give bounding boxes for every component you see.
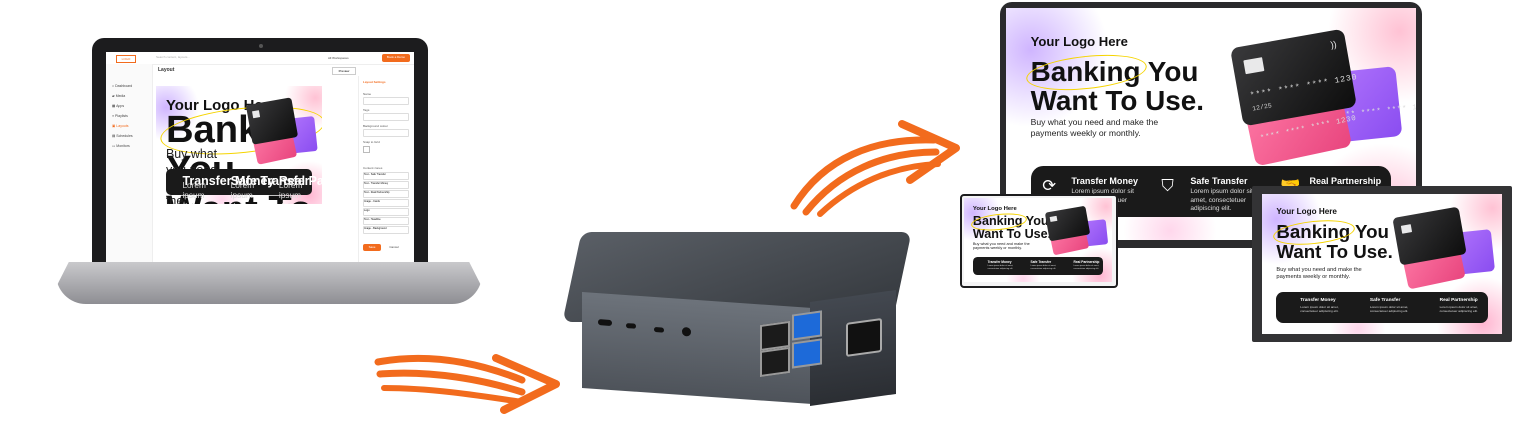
sidebar-item-media[interactable]: ▰ Media xyxy=(112,94,126,98)
shield-hand-icon: ⛉ xyxy=(1161,177,1174,196)
list-icon: ≡ xyxy=(112,114,115,118)
arrow-laptop-to-player-icon xyxy=(374,354,560,414)
settings-title: Layout Settings xyxy=(363,80,386,84)
name-field[interactable] xyxy=(363,97,409,105)
audio-jack xyxy=(682,326,691,337)
micro-hdmi-port xyxy=(654,326,664,333)
zone-item[interactable]: Text - Transfer Money xyxy=(363,181,409,189)
sidebar: ⌂ Dashboard ▰ Media ▦ Apps ≡ Playlists ▣… xyxy=(106,64,153,264)
grid-icon: ▦ xyxy=(112,104,116,108)
zone-item[interactable]: Text - Real Partnership xyxy=(363,190,409,198)
zone-item[interactable]: Image - Cards xyxy=(363,199,409,207)
usb-port xyxy=(760,346,790,378)
zone-item[interactable]: Image - Background xyxy=(363,226,409,234)
cancel-button[interactable]: Cancel xyxy=(389,245,399,249)
laptop-camera xyxy=(259,44,263,48)
card-chip xyxy=(251,110,261,120)
banner-logo: Your Logo Here xyxy=(1276,206,1337,216)
book-demo-button[interactable]: Book a Demo xyxy=(382,54,410,62)
monitor-icon: ▭ xyxy=(112,144,116,148)
card-chip xyxy=(1400,223,1413,235)
laptop-base xyxy=(56,262,482,304)
page-title: Layout xyxy=(158,67,175,73)
banner-subtitle: Buy what you need and make the payments … xyxy=(1030,117,1159,138)
search-input[interactable]: Search content, layouts… xyxy=(156,55,191,59)
app-logo: LOGO xyxy=(116,55,136,63)
contactless-icon: )) xyxy=(1329,39,1338,51)
tags-field[interactable] xyxy=(363,113,409,121)
ethernet-port xyxy=(846,317,882,357)
banner-subtitle: Buy what you need and make the payments … xyxy=(1276,266,1362,280)
usb-c-port xyxy=(598,319,612,327)
preview-button[interactable]: Preview xyxy=(332,67,356,75)
handshake-icon: 🤝 xyxy=(1280,177,1300,194)
zone-item[interactable]: Text - Safe Transfer xyxy=(363,172,409,180)
banner-logo: Your Logo Here xyxy=(972,205,1017,212)
layout-icon: ▣ xyxy=(112,124,116,128)
sidebar-item-schedules[interactable]: ▤ Schedules xyxy=(112,134,133,138)
coin-transfer-icon: ⟳ xyxy=(1042,177,1056,196)
laptop-display: LOGO Search content, layouts… All Worksp… xyxy=(106,52,414,264)
banner-logo: Your Logo Here xyxy=(1030,33,1128,49)
credit-card-black xyxy=(245,97,299,146)
background-colour-field[interactable] xyxy=(363,129,409,137)
usb3-port xyxy=(792,338,822,369)
card-chip xyxy=(1049,215,1058,223)
zone-item[interactable]: Text - Headline xyxy=(363,217,409,225)
folder-icon: ▰ xyxy=(112,94,115,98)
sidebar-item-dashboard[interactable]: ⌂ Dashboard xyxy=(112,84,133,88)
zones-title: Content zones xyxy=(363,166,383,170)
arrow-player-to-screens-icon xyxy=(790,120,960,217)
micro-hdmi-port xyxy=(626,323,636,329)
usb3-port xyxy=(792,310,822,341)
sidebar-item-playlists[interactable]: ≡ Playlists xyxy=(112,114,128,118)
sidebar-item-apps[interactable]: ▦ Apps xyxy=(112,104,125,108)
snap-to-grid-checkbox[interactable] xyxy=(363,146,370,153)
sidebar-item-monitors[interactable]: ▭ Monitors xyxy=(112,144,130,148)
home-icon: ⌂ xyxy=(112,84,115,88)
workspace-select[interactable]: All Workspaces xyxy=(328,56,349,60)
media-player-side xyxy=(760,289,896,407)
layout-settings-panel: Layout Settings Name Tags Background col… xyxy=(358,76,411,264)
card-chip xyxy=(1243,57,1264,75)
save-button[interactable]: Save xyxy=(363,244,381,251)
calendar-icon: ▤ xyxy=(112,134,116,138)
app-top-bar: LOGO Search content, layouts… All Worksp… xyxy=(106,52,414,65)
banner-subtitle: Buy what you need and make the payments … xyxy=(972,241,1030,251)
zone-item[interactable]: Logo xyxy=(363,208,409,216)
sidebar-item-layouts[interactable]: ▣ Layouts xyxy=(112,124,129,128)
